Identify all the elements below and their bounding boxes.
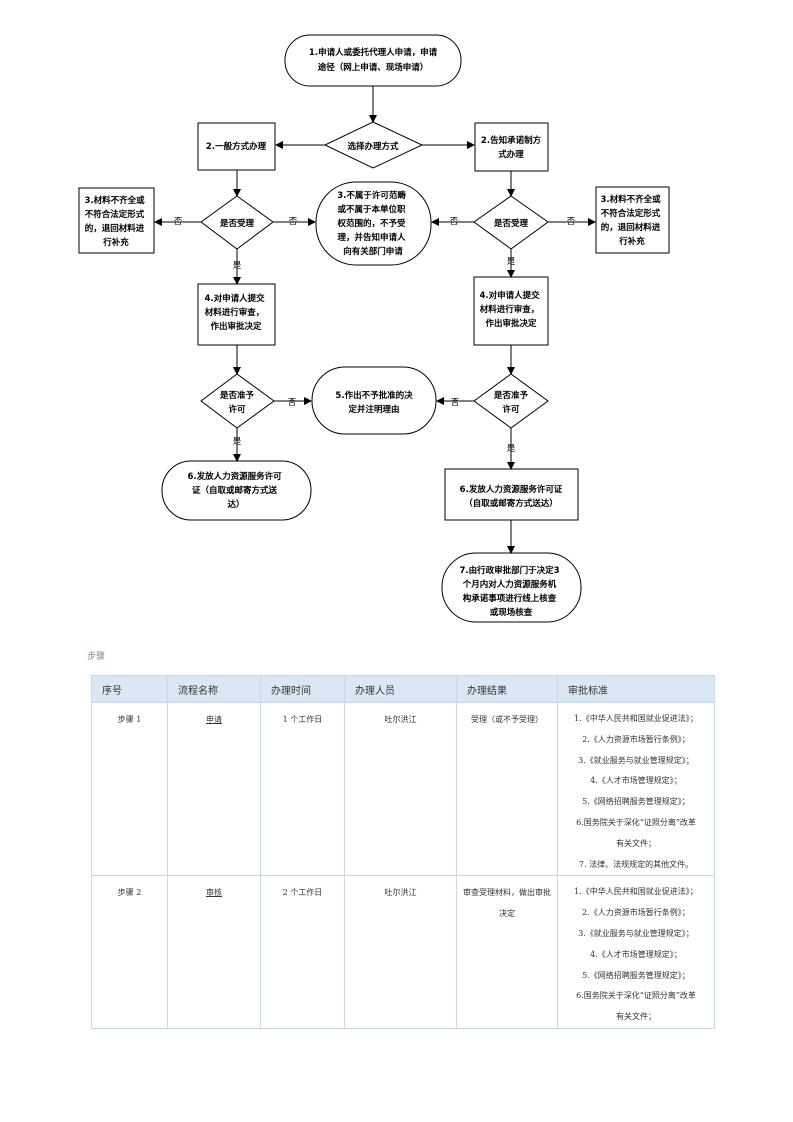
header-time: 办理时间 [260,675,345,703]
node-7-check [441,552,582,623]
header-person: 办理人员 [344,675,457,703]
node-permit-right [473,373,549,429]
standard-item: 6.国务院关于深化“证照分离”改革 [576,991,696,1001]
step-no: 步骤 2 [91,875,168,1029]
node-2b-text: 2.告知承诺制方式办理 [481,135,542,160]
edge-label-no: 否 [174,217,183,227]
node-5-text: 5.作出不予批准的决定并注明理由 [335,390,413,415]
step-result: 受理（或不予受理） [456,701,558,877]
step-time: 2 个工作日 [260,875,345,1029]
table-row: 步骤 2 审核 2 个工作日 吐尔洪江 审查受理材料，做出审批决定 1.《中华人… [91,875,715,1029]
node-3-mid-text: 3.不属于许可范畴 或不属于本单位职 权范围的，不予受 理，并告知申请人 向有关… [337,190,409,257]
node-6b-text: 6.发放人力资源服务许可证（自取或邮寄方式送达） [460,484,563,509]
standard-item: 3.《就业服务与就业管理规定》； [578,755,694,765]
node-1-apply [284,34,462,87]
standard-item: 2.《人力资源市场暂行条例》； [582,908,690,918]
step-person: 吐尔洪江 [344,701,457,877]
node-5-refuse [311,366,437,435]
node-1-text: 1.申请人或委托代理人申请，申请途径（网上申请、现场申请） [309,47,438,73]
node-4a-review [197,283,276,346]
node-2b-commitment [474,122,549,172]
step-time: 1 个工作日 [260,701,345,877]
node-accept-right-text: 是否受理 [493,218,529,229]
edge-label-yes: 是 [507,444,516,454]
standard-item: 4.《人才市场管理规定》； [590,949,682,959]
standard-item: 有关文件； [616,1012,656,1022]
node-4b-text: 4.对申请人提交 材料进行审查， 作出审批决定 [479,290,543,329]
steps-table: 序号 流程名称 办理时间 办理人员 办理结果 审批标准 步骤 1 申请 1 个工… [91,675,715,1029]
standard-item: 有关文件； [616,838,656,848]
standard-item: 6.国务院关于深化“证照分离”改革 [576,817,696,827]
node-3-reject-left [78,187,155,254]
table-row: 步骤 1 申请 1 个工作日 吐尔洪江 受理（或不予受理） 1.《中华人民共和国… [91,701,715,877]
edge-label-yes: 是 [507,257,516,267]
node-2a-general [197,122,276,171]
standard-item: 4.《人才市场管理规定》； [590,776,682,786]
standard-item: 1.《中华人民共和国就业促进法》； [574,714,698,723]
edge-label-yes: 是 [233,437,242,447]
node-3-reject-right-text: 3.材料不齐全或 不符合法定形式 的，退回材料进 行补充 [600,194,663,247]
standard-item: 5.《网络招聘服务管理规定》； [582,970,690,980]
step-result: 审查受理材料，做出审批决定 [456,875,558,1029]
step-name-link[interactable]: 审核 [206,888,222,898]
header-name: 流程名称 [167,675,261,703]
node-accept-right [473,195,549,250]
node-2a-text: 2.一般方式办理 [206,141,267,152]
edge-label-no: 否 [289,217,298,227]
edge-label-no: 否 [450,217,459,227]
table-header-row: 序号 流程名称 办理时间 办理人员 办理结果 审批标准 [91,675,715,703]
step-person: 吐尔洪江 [344,875,457,1029]
node-3-reject-right [595,186,670,254]
standard-item: 7. 法律、法规规定的其他文件。 [578,859,694,869]
header-no: 序号 [91,675,168,703]
node-choose-text: 选择办理方式 [347,141,399,152]
header-result: 办理结果 [456,675,558,703]
edge-label-no: 否 [451,398,460,408]
node-3-reject-left-text: 3.材料不齐全或 不符合法定形式 的，退回材料进 行补充 [84,195,147,248]
step-no: 步骤 1 [91,701,168,877]
standard-item: 2.《人力资源市场暂行条例》； [582,734,690,744]
node-7-text: 7.由行政审批部门于决定3 个月内对人力资源服务机 构承诺事项进行线上核查 或现… [459,565,562,618]
header-standard: 审批标准 [557,675,715,703]
node-6b-issue [444,468,579,521]
edge-label-yes: 是 [233,261,242,271]
approval-flowchart: 1.申请人或委托代理人申请，申请途径（网上申请、现场申请） 选择办理方式 2.一… [78,34,670,623]
node-permit-left-text: 是否准予许可 [219,390,255,415]
node-choose-method [323,121,424,169]
node-permit-right-text: 是否准予许可 [493,390,529,415]
node-6a-issue [161,460,312,521]
node-4a-text: 4.对申请人提交 材料进行审查， 作出审批决定 [204,293,268,332]
edge-label-no: 否 [567,217,576,227]
node-permit-left [200,373,275,429]
edge-label-no: 否 [288,398,297,408]
standard-item: 3.《就业服务与就业管理规定》； [578,928,694,938]
step-standards: 1.《中华人民共和国就业促进法》； 2.《人力资源市场暂行条例》； 3.《就业服… [557,875,715,1029]
step-standards: 1.《中华人民共和国就业促进法》； 2.《人力资源市场暂行条例》； 3.《就业服… [557,701,715,877]
node-6a-text: 6.发放人力资源服务许可 证（自取或邮寄方式送 达） [187,471,284,510]
node-accept-left-text: 是否受理 [219,218,255,229]
standard-item: 1.《中华人民共和国就业促进法》； [574,887,698,897]
steps-section-label: 步骤 [70,647,105,662]
standard-item: 5.《网络招聘服务管理规定》； [582,797,690,807]
node-4b-review [473,276,549,346]
step-name-link[interactable]: 申请 [206,715,222,724]
node-accept-left [200,195,274,250]
node-3-mid-notice [315,181,432,266]
